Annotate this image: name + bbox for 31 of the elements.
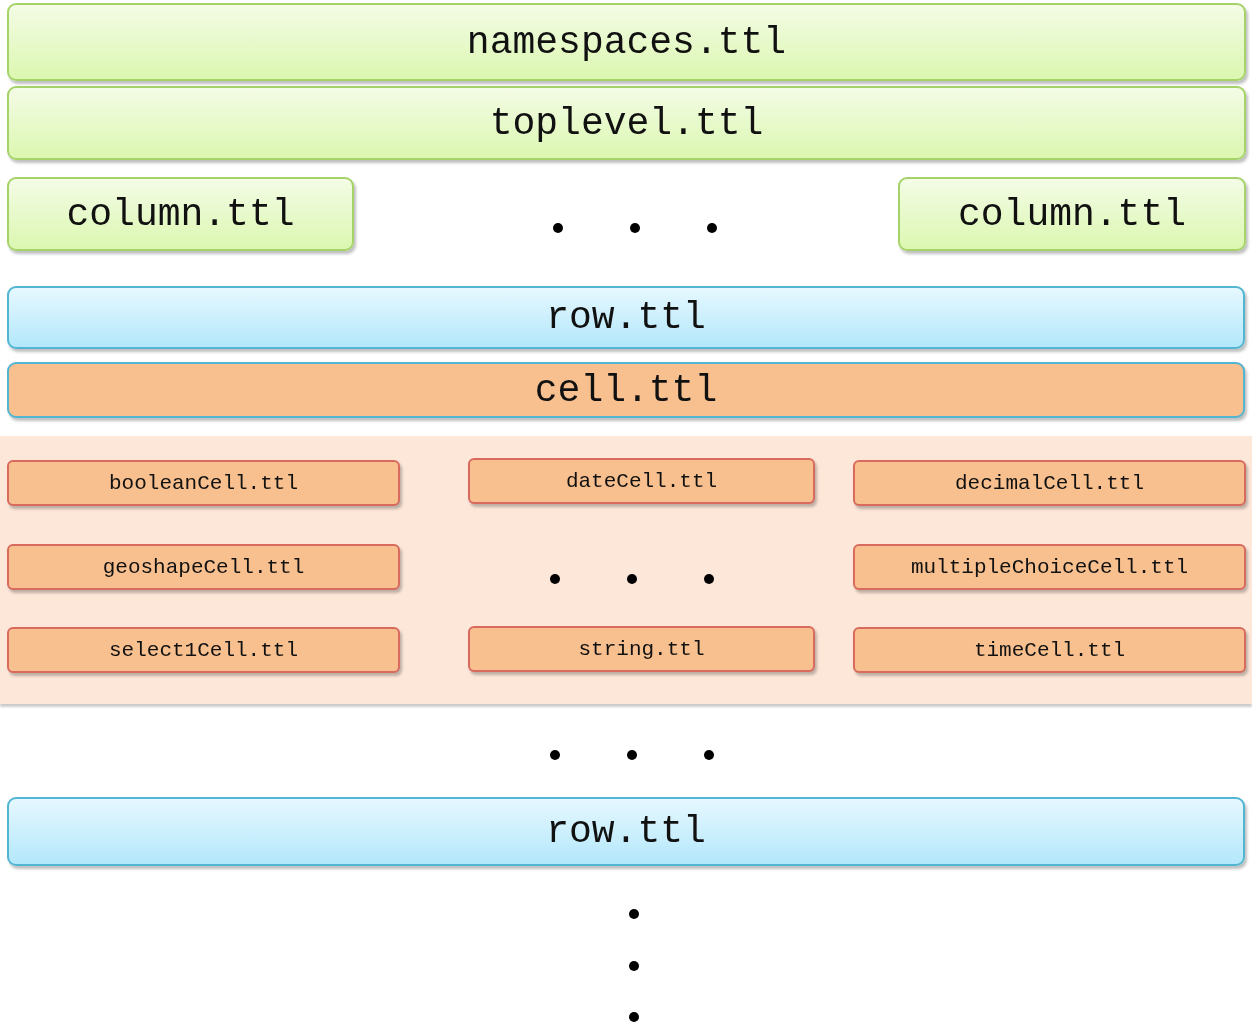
file-name: decimalCell.ttl <box>955 471 1144 495</box>
file-box <box>853 544 1246 590</box>
file-box <box>7 797 1245 866</box>
file-box <box>7 544 400 590</box>
file-box <box>7 177 354 251</box>
group-band <box>0 436 1252 704</box>
file-box <box>7 286 1245 349</box>
file-name: namespaces.ttl <box>466 20 787 64</box>
file-name: multipleChoiceCell.ttl <box>910 555 1189 579</box>
file-box <box>7 362 1245 418</box>
file-name: row.ttl <box>546 810 706 853</box>
file-box <box>853 460 1246 506</box>
file-box <box>7 460 400 506</box>
file-box <box>898 177 1246 251</box>
file-box <box>468 626 815 672</box>
file-box <box>468 458 815 504</box>
file-name: row.ttl <box>546 296 706 339</box>
file-box <box>853 627 1246 673</box>
file-name: column.ttl <box>957 192 1186 236</box>
file-name: cell.ttl <box>534 368 718 412</box>
file-name: string.ttl <box>578 637 705 661</box>
file-name: timeCell.ttl <box>973 638 1126 662</box>
file-box <box>7 86 1246 160</box>
file-name: column.ttl <box>66 192 295 236</box>
file-name: booleanCell.ttl <box>109 471 298 495</box>
file-name: toplevel.ttl <box>489 101 764 145</box>
file-name: dateCell.ttl <box>565 469 718 493</box>
file-name: geoshapeCell.ttl <box>102 555 305 579</box>
file-box <box>7 627 400 673</box>
file-name: select1Cell.ttl <box>109 638 298 662</box>
file-box <box>7 3 1246 81</box>
